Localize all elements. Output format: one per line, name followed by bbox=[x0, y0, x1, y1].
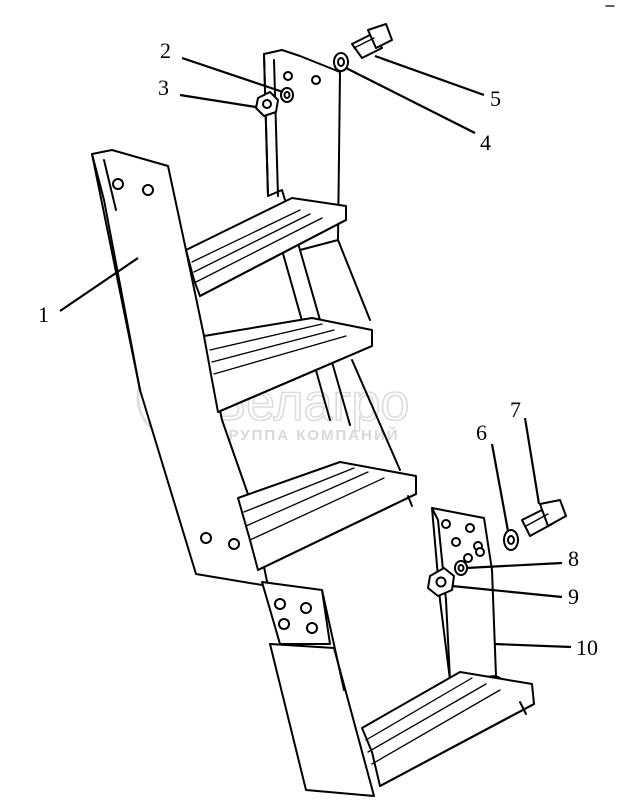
callout-9: 9 bbox=[568, 584, 579, 609]
leader-9 bbox=[451, 584, 563, 599]
step-2 bbox=[203, 317, 373, 413]
step-1 bbox=[185, 197, 347, 297]
callout-8: 8 bbox=[568, 546, 579, 571]
leader-1 bbox=[59, 257, 139, 312]
bolt-5 bbox=[351, 23, 393, 59]
lower-front-plate bbox=[261, 581, 331, 645]
washer-6 bbox=[503, 529, 519, 551]
watermark: Белагро ГРУППА КОМПАНИЙ bbox=[136, 356, 410, 444]
nut-3 bbox=[255, 91, 279, 117]
leader-3 bbox=[179, 93, 257, 109]
leader-7 bbox=[523, 417, 541, 505]
leader-lines bbox=[59, 54, 572, 649]
callout-labels: 1 2 3 4 5 6 7 8 9 10 bbox=[38, 38, 598, 660]
leader-10 bbox=[493, 642, 572, 649]
leader-4 bbox=[345, 67, 476, 134]
back-stringer-edge-4 bbox=[351, 359, 401, 471]
lower-stringer bbox=[269, 589, 375, 797]
callout-1: 1 bbox=[38, 302, 49, 327]
callout-5: 5 bbox=[490, 86, 501, 111]
leader-2 bbox=[181, 56, 284, 94]
callout-3: 3 bbox=[158, 75, 169, 100]
washer-8 bbox=[454, 560, 468, 576]
washer-2 bbox=[280, 87, 294, 103]
step-4 bbox=[361, 671, 535, 787]
washer-4 bbox=[333, 52, 349, 72]
back-stringer-edge-3 bbox=[337, 239, 371, 321]
bolt-7 bbox=[521, 499, 567, 537]
callout-10: 10 bbox=[576, 635, 598, 660]
step-3 bbox=[237, 461, 417, 571]
lower-back-bracket bbox=[431, 507, 531, 695]
callout-4: 4 bbox=[480, 130, 491, 155]
callout-7: 7 bbox=[510, 397, 521, 422]
leader-5 bbox=[374, 54, 485, 97]
leader-8 bbox=[465, 561, 563, 570]
leader-6 bbox=[490, 443, 510, 532]
watermark-subtitle: ГРУППА КОМПАНИЙ bbox=[218, 426, 400, 444]
callout-6: 6 bbox=[476, 420, 487, 445]
nut-9 bbox=[427, 567, 455, 597]
callout-2: 2 bbox=[160, 38, 171, 63]
